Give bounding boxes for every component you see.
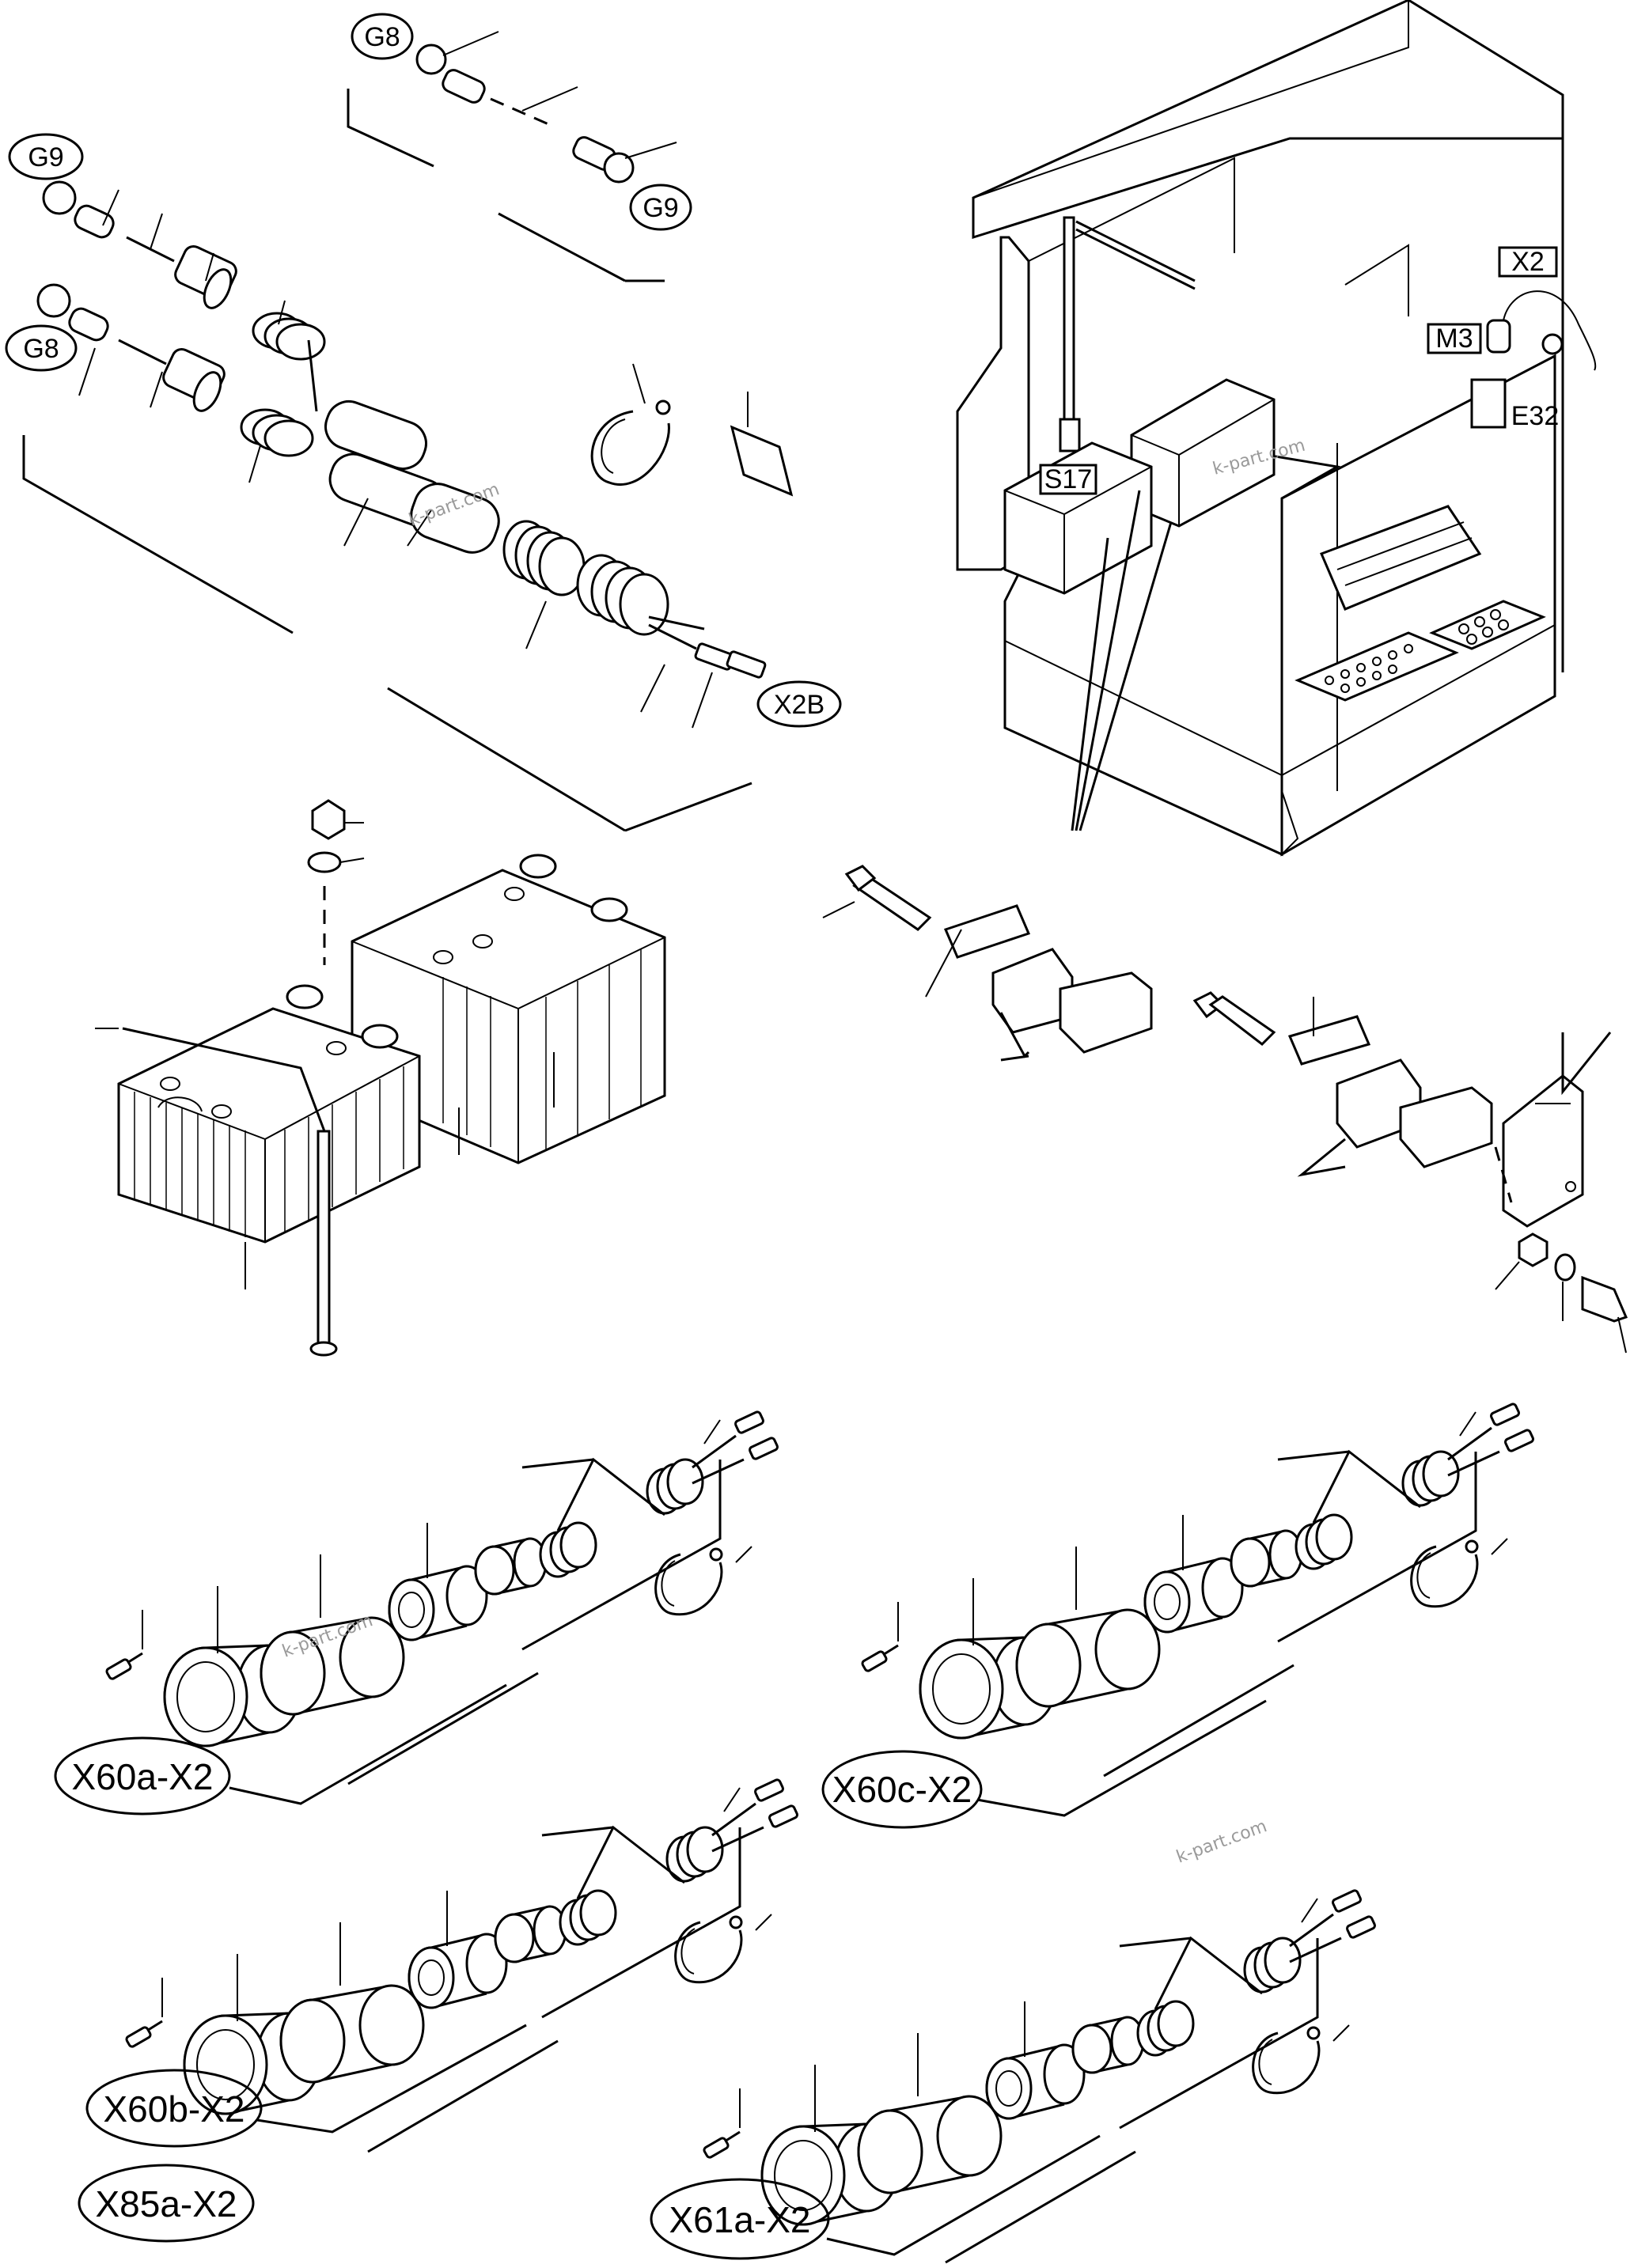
battery-rear	[351, 854, 666, 1164]
g8-label-bubble[interactable]	[351, 13, 414, 60]
x2b-label-bubble[interactable]	[756, 680, 842, 728]
clamp-hardware-right	[1192, 991, 1628, 1354]
ring-lug-left-lower	[36, 283, 71, 318]
upper-plug-housing	[174, 244, 237, 309]
e32-label: E32	[1511, 401, 1560, 431]
gland-plate-left	[1295, 631, 1459, 702]
hold-down-rod	[317, 1130, 331, 1346]
lug-sleeve-g8	[442, 69, 486, 104]
gland-plate-right	[1429, 600, 1546, 650]
g9-left-label: G9	[28, 142, 63, 172]
x85a-label: X85a-X2	[95, 2183, 237, 2224]
g9-top-right-label: G9	[643, 193, 678, 223]
s17-label: S17	[1044, 464, 1093, 494]
g9-label-bubble-left[interactable]	[8, 133, 84, 180]
clamp-plate-left	[943, 904, 1031, 959]
m3-label: M3	[1435, 324, 1473, 354]
spring-mid	[502, 520, 586, 596]
m3-label-box[interactable]	[1427, 323, 1482, 354]
gland-plate-holes	[1325, 609, 1509, 693]
clamp-plate-right	[1287, 1015, 1371, 1066]
x85a-label-group: X85a-X2	[78, 2164, 255, 2243]
g8-label-bubble-left[interactable]	[5, 324, 78, 372]
battery-assembly	[95, 799, 666, 1357]
mounting-rails	[1320, 505, 1482, 611]
watermark: k-part.com	[1174, 1816, 1270, 1867]
y-connector-body	[307, 339, 500, 554]
mounting-bracket	[1502, 1074, 1584, 1228]
x2-label-box[interactable]	[1498, 246, 1558, 278]
spring-right	[576, 554, 669, 636]
x2-label: X2	[1511, 247, 1545, 277]
x61a-label-bubble[interactable]	[650, 2178, 830, 2260]
x60c-label-bubble[interactable]	[821, 1750, 983, 1829]
ring-lug-left-upper	[42, 180, 77, 215]
cable-clamp-top	[590, 363, 671, 486]
x60b-label-bubble[interactable]	[85, 2069, 263, 2148]
bolt-right	[1208, 995, 1276, 1046]
x85a-label-bubble[interactable]	[78, 2164, 255, 2243]
x61a-label: X61a-X2	[669, 2199, 810, 2240]
connector-kit-x60b: X60b-X2	[85, 1778, 800, 2153]
lower-plug-housing	[162, 347, 226, 412]
x2b-label: X2B	[774, 690, 824, 720]
washer	[307, 851, 342, 873]
g8-left-label: G8	[23, 334, 59, 364]
connector-kit-x60a: X60a-X2	[54, 1410, 780, 1816]
connector-kit-x61a: X61a-X2	[650, 1888, 1378, 2264]
clamp-hardware-left	[822, 865, 1153, 1062]
spring-upper	[252, 312, 326, 361]
left-cable-harness: G9 G8	[5, 133, 842, 832]
clamp-half-b	[1059, 971, 1153, 1054]
ring-lug-g8-top	[415, 44, 447, 75]
cable-sleeve-top	[730, 392, 794, 497]
battery-front	[117, 984, 421, 1244]
x60a-label-bubble[interactable]	[54, 1736, 231, 1816]
ring-lug-g9-top	[603, 152, 635, 184]
x60c-label: X60c-X2	[832, 1769, 972, 1810]
top-cable-assembly: G8 G9	[347, 13, 692, 282]
connector-kit-x60c: X60c-X2	[821, 1402, 1536, 1829]
g8-top-label: G8	[364, 22, 400, 52]
x60b-label: X60b-X2	[103, 2088, 244, 2130]
hex-nut	[311, 799, 346, 840]
motor-m3	[1486, 319, 1511, 354]
electrical-cabinet: S17 X2 M3 E32	[956, 0, 1597, 857]
module-e32	[1470, 378, 1507, 429]
spring-lower	[240, 408, 314, 457]
s17-label-box[interactable]	[1039, 464, 1097, 495]
clamp-half-d	[1399, 1086, 1493, 1168]
battery-ribs	[134, 949, 642, 1237]
x60a-label: X60a-X2	[71, 1756, 213, 1797]
din-rail-vertical	[1063, 216, 1075, 433]
g9-label-bubble-top-right[interactable]	[629, 184, 692, 231]
switch-s17	[1059, 418, 1081, 452]
